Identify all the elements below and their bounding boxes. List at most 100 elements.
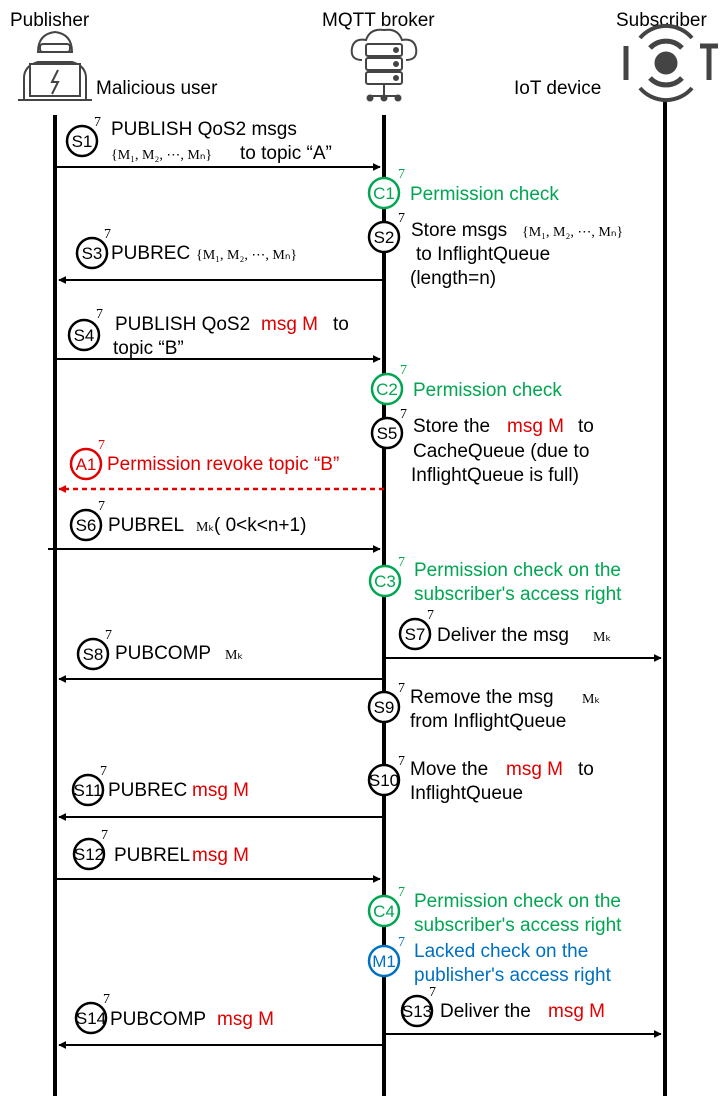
svg-text:7: 7 — [98, 499, 105, 514]
step-s10: S10 7 Move the msg M to InflightQueue — [367, 754, 594, 804]
step-c2: C2 7 Permission check — [370, 363, 562, 406]
step-badge-label: S8 — [83, 645, 104, 664]
svg-text:7: 7 — [104, 227, 111, 242]
svg-text:7: 7 — [429, 985, 436, 1000]
step-badge-label: A1 — [76, 455, 97, 474]
svg-text:7: 7 — [105, 628, 112, 643]
step-badge — [367, 763, 401, 797]
step-text: to InflightQueue — [416, 244, 550, 265]
svg-text:7: 7 — [398, 754, 405, 769]
subscriber-title: Subscriber — [616, 10, 707, 31]
step-text: InflightQueue — [410, 783, 523, 804]
message-mk: Mₖ — [225, 648, 243, 663]
step-text: Lacked check on the — [414, 941, 588, 962]
svg-text:7: 7 — [101, 828, 108, 843]
step-badge — [367, 894, 401, 928]
step-badge-label: C4 — [373, 902, 395, 921]
step-s7: S7 7 Deliver the msg Mₖ — [398, 608, 611, 651]
step-badge — [367, 176, 401, 210]
step-badge — [76, 637, 110, 671]
step-msg: msg M — [506, 759, 563, 780]
step-s13: S13 7 Deliver the msg M — [400, 985, 605, 1028]
svg-text:7: 7 — [103, 992, 110, 1007]
step-text: ( 0<k<n+1) — [214, 515, 306, 536]
step-text: subscriber's access right — [414, 584, 622, 605]
publisher-subtitle: Malicious user — [96, 78, 218, 99]
step-text: Permission revoke topic “B” — [107, 454, 339, 475]
step-text: Move the — [410, 759, 488, 780]
iot-logo-icon — [623, 23, 718, 103]
step-text: CacheQueue (due to — [413, 441, 589, 462]
step-msg: msg M — [192, 780, 249, 801]
step-text: PUBREL — [108, 515, 184, 536]
step-badge-label: S5 — [377, 424, 398, 443]
step-s2: S2 7 Store msgs {M₁, M₂, ⋯, Mₙ} to Infli… — [367, 211, 623, 289]
step-text: Deliver the msg — [437, 625, 569, 646]
svg-text:7: 7 — [398, 885, 405, 900]
svg-text:7: 7 — [94, 115, 101, 130]
svg-text:7: 7 — [427, 608, 434, 623]
step-s14: S14 7 PUBCOMP msg M — [74, 992, 274, 1035]
step-text: Permission check on the — [414, 560, 621, 581]
step-badge — [65, 124, 99, 158]
step-badge-label: C1 — [373, 184, 395, 203]
step-badge — [367, 220, 401, 254]
step-text: Store msgs — [411, 220, 507, 241]
step-msg: msg M — [192, 845, 249, 866]
step-badge-label: S9 — [374, 698, 395, 717]
svg-text:7: 7 — [400, 363, 407, 378]
step-text: (length=n) — [410, 268, 496, 289]
step-text: PUBREC — [111, 243, 190, 264]
step-badge — [400, 994, 434, 1028]
step-badge — [398, 617, 432, 651]
step-text: publisher's access right — [414, 965, 612, 986]
step-badge-label: S11 — [74, 781, 103, 800]
hacker-laptop-icon — [18, 30, 92, 101]
step-text: Permission check — [413, 380, 562, 401]
step-badge-label: S10 — [369, 771, 399, 790]
step-badge — [368, 564, 402, 598]
step-badge — [367, 944, 401, 978]
step-s6: S6 7 PUBREL Mₖ ( 0<k<n+1) — [69, 499, 306, 542]
step-badge-label: C2 — [376, 380, 398, 399]
step-badge-label: S1 — [72, 132, 93, 151]
svg-text:7: 7 — [400, 407, 407, 422]
message-set: {M₁, M₂, ⋯, Mₙ} — [196, 248, 297, 263]
step-badge-label: S4 — [74, 326, 95, 345]
step-s3: S3 7 PUBREC {M₁, M₂, ⋯, Mₙ} — [75, 227, 297, 270]
message-mk: Mₖ — [196, 520, 214, 535]
cloud-server-icon — [350, 28, 418, 102]
svg-text:7: 7 — [98, 438, 105, 453]
svg-text:7: 7 — [100, 764, 107, 779]
step-text: PUBREL — [114, 845, 190, 866]
step-text: to — [578, 759, 594, 780]
broker-title: MQTT broker — [322, 10, 435, 31]
svg-text:7: 7 — [398, 167, 405, 182]
step-c1: C1 7 Permission check — [367, 167, 559, 210]
message-set: {M₁, M₂, ⋯, Mₙ} — [522, 225, 623, 240]
step-badge — [67, 318, 101, 352]
step-text: Permission check on the — [414, 891, 621, 912]
step-badge-label: C3 — [374, 572, 396, 591]
step-badge-label: M1 — [372, 952, 396, 971]
step-c4: C4 7 Permission check on the subscriber'… — [367, 885, 622, 936]
step-c3: C3 7 Permission check on the subscriber'… — [368, 555, 622, 605]
step-s4: S4 7 PUBLISH QoS2 msg M to topic “B” — [67, 307, 349, 359]
step-text: PUBLISH QoS2 — [115, 314, 250, 335]
step-badge — [370, 416, 404, 450]
step-text: Permission check — [410, 184, 559, 205]
step-text: Deliver the — [440, 1001, 531, 1022]
message-mk: Mₖ — [593, 630, 611, 645]
step-text: PUBLISH QoS2 msgs — [111, 119, 297, 140]
step-badge-label: S14 — [76, 1009, 106, 1028]
step-badge-label: S2 — [374, 228, 395, 247]
step-badge-label: S7 — [405, 625, 426, 644]
step-text: from InflightQueue — [410, 711, 566, 732]
svg-text:7: 7 — [398, 681, 405, 696]
step-text: Store the — [413, 416, 490, 437]
step-badge-label: S6 — [76, 516, 97, 535]
publisher-title: Publisher — [10, 10, 90, 31]
step-text: topic “B” — [113, 338, 184, 359]
step-text: to topic “A” — [240, 143, 332, 164]
message-set: {M₁, M₂, ⋯, Mₙ} — [111, 148, 212, 163]
